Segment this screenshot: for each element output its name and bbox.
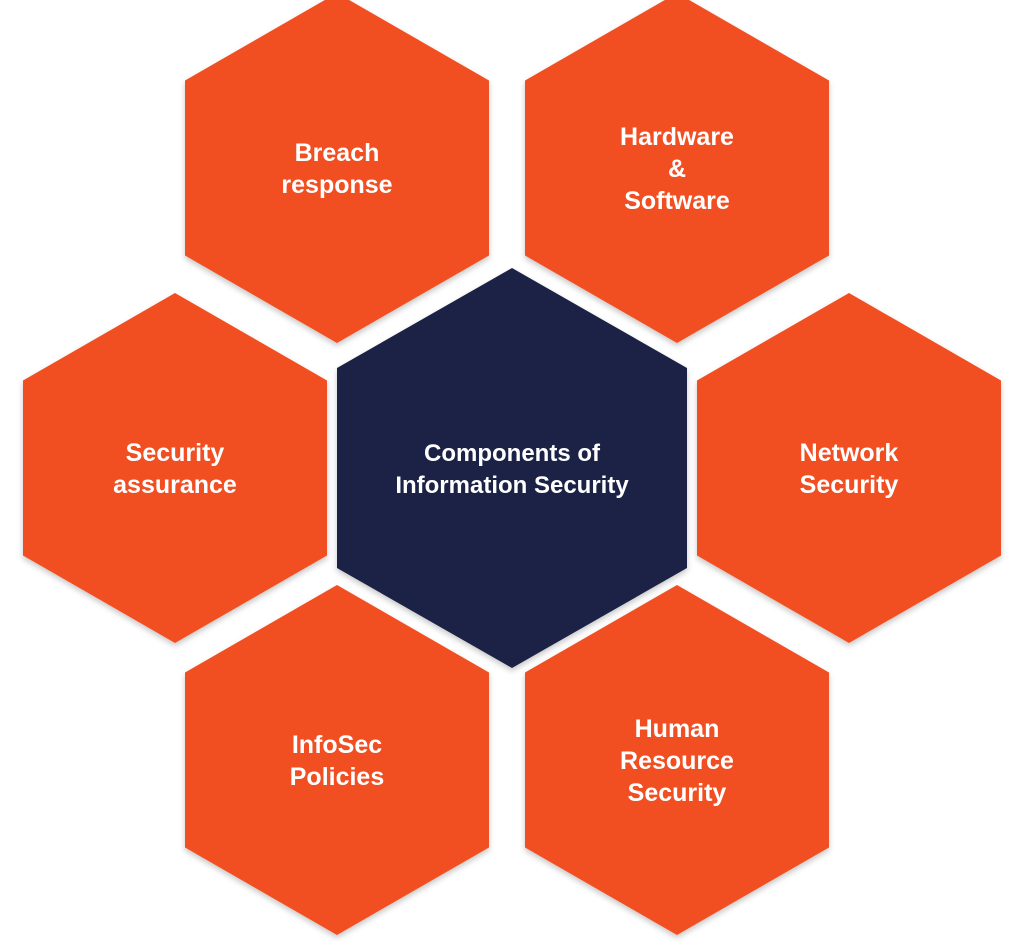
center-hexagon-label: Components of Information Security: [395, 440, 629, 499]
hexagon-breach-response: Breach response: [185, 0, 489, 343]
hexagon-breach-response-label-line: response: [281, 171, 392, 199]
center-hexagon-label-line: Components of: [424, 440, 601, 467]
hexagon-hardware-software: Hardware & Software: [525, 0, 829, 343]
hexagon-infosec-policies-label-line: Policies: [290, 763, 385, 791]
hexagon-breach-response-shape: [185, 0, 489, 343]
hexagon-security-assurance-label-line: Security: [126, 439, 225, 467]
hexagon-hardware-software-label: Hardware & Software: [620, 123, 734, 215]
hexagon-human-resource-security-label-line: Resource: [620, 747, 734, 775]
hexagon-breach-response-label: Breach response: [281, 139, 392, 199]
hexagon-human-resource-security-shape: [525, 585, 829, 935]
center-hexagon-shape: [337, 268, 687, 668]
hexagon-security-assurance: Security assurance: [23, 293, 327, 643]
hexagon-security-assurance-shape: [23, 293, 327, 643]
hexagon-security-assurance-label: Security assurance: [113, 439, 237, 499]
center-hexagon: Components of Information Security: [337, 268, 687, 668]
hexagon-hardware-software-label-line: &: [668, 155, 686, 183]
hexagon-human-resource-security-label-line: Security: [628, 779, 727, 807]
hexagon-network-security-label-line: Network: [800, 439, 899, 467]
hexagon-network-security-shape: [697, 293, 1001, 643]
center-hexagon-label-line: Information Security: [395, 472, 629, 499]
hexagon-hardware-software-label-line: Hardware: [620, 123, 734, 151]
hexagon-network-security-label-line: Security: [800, 471, 899, 499]
hexagon-breach-response-label-line: Breach: [295, 139, 380, 167]
hexagon-hardware-software-shape: [525, 0, 829, 343]
hexagon-security-assurance-label-line: assurance: [113, 471, 237, 499]
hexagon-infosec-policies-shape: [185, 585, 489, 935]
hexagon-hardware-software-label-line: Software: [624, 187, 730, 215]
hexagon-human-resource-security-label-line: Human: [635, 715, 720, 743]
hexagon-infosec-policies-label-line: InfoSec: [292, 731, 382, 759]
